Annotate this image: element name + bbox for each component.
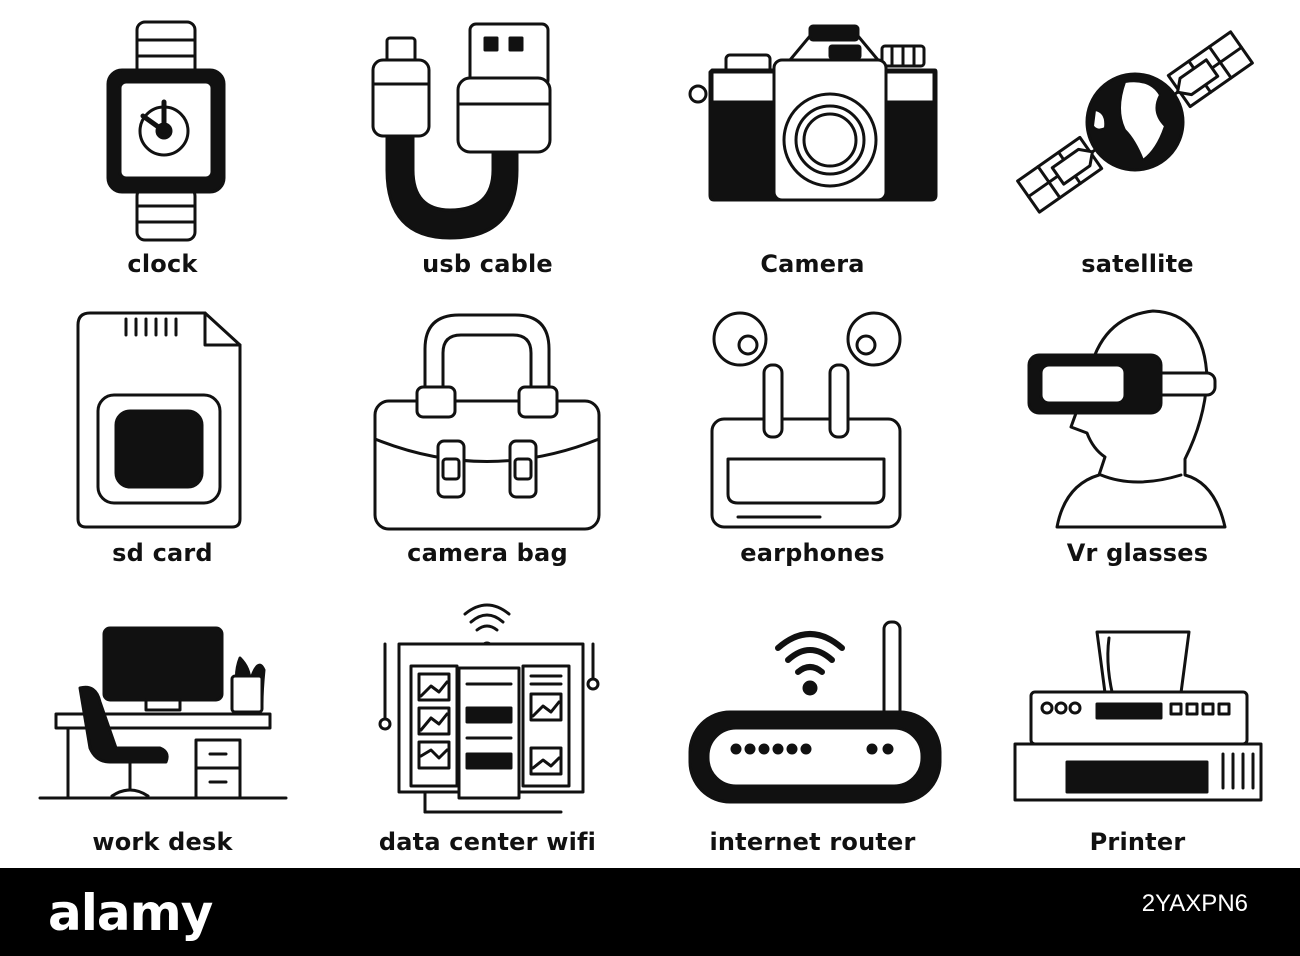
image-id: 2YAXPN6 bbox=[1141, 890, 1248, 917]
icon-label: internet router bbox=[709, 828, 916, 856]
earphones-icon bbox=[710, 311, 902, 529]
data-center-wifi-icon bbox=[378, 603, 600, 814]
internet-router-icon bbox=[688, 620, 942, 804]
icon-cell-satellite: satellite bbox=[975, 0, 1300, 289]
icon-cell-printer: Printer bbox=[975, 578, 1300, 867]
icon-label: data center wifi bbox=[378, 828, 597, 856]
icon-grid: clock usb cable bbox=[0, 0, 1300, 867]
icon-label: camera bag bbox=[407, 539, 568, 567]
icon-label: sd card bbox=[112, 539, 213, 567]
icon-label: Vr glasses bbox=[1066, 539, 1209, 567]
icon-label: satellite bbox=[1081, 250, 1194, 278]
icon-cell-data-center-wifi: data center wifi bbox=[325, 578, 650, 867]
icon-label: Camera bbox=[760, 250, 865, 278]
satellite-icon bbox=[1016, 30, 1254, 214]
smartwatch-icon bbox=[106, 20, 226, 242]
icon-label: work desk bbox=[92, 828, 233, 856]
icon-cell-vr-glasses: Vr glasses bbox=[975, 289, 1300, 578]
brand-logo: alamy bbox=[48, 884, 213, 942]
printer-icon bbox=[1013, 630, 1263, 802]
vr-glasses-icon bbox=[1027, 309, 1227, 529]
camera-icon bbox=[688, 24, 938, 202]
icon-label: earphones bbox=[740, 539, 885, 567]
icon-cell-camera: Camera bbox=[650, 0, 975, 289]
work-desk-icon bbox=[38, 626, 288, 800]
icon-cell-sd-card: sd card bbox=[0, 289, 325, 578]
icon-label: usb cable bbox=[422, 250, 553, 278]
icon-cell-work-desk: work desk bbox=[0, 578, 325, 867]
camera-bag-icon bbox=[373, 313, 601, 531]
icon-cell-camera-bag: camera bag bbox=[325, 289, 650, 578]
icon-label: clock bbox=[127, 250, 198, 278]
icon-label: Printer bbox=[1089, 828, 1186, 856]
icon-cell-clock: clock bbox=[0, 0, 325, 289]
sd-card-icon bbox=[76, 311, 242, 529]
usb-cable-icon bbox=[371, 22, 552, 240]
stock-footer-bar: alamy 2YAXPN6 bbox=[0, 868, 1300, 956]
icon-cell-usb-cable: usb cable bbox=[325, 0, 650, 289]
icon-cell-internet-router: internet router bbox=[650, 578, 975, 867]
icon-cell-earphones: earphones bbox=[650, 289, 975, 578]
